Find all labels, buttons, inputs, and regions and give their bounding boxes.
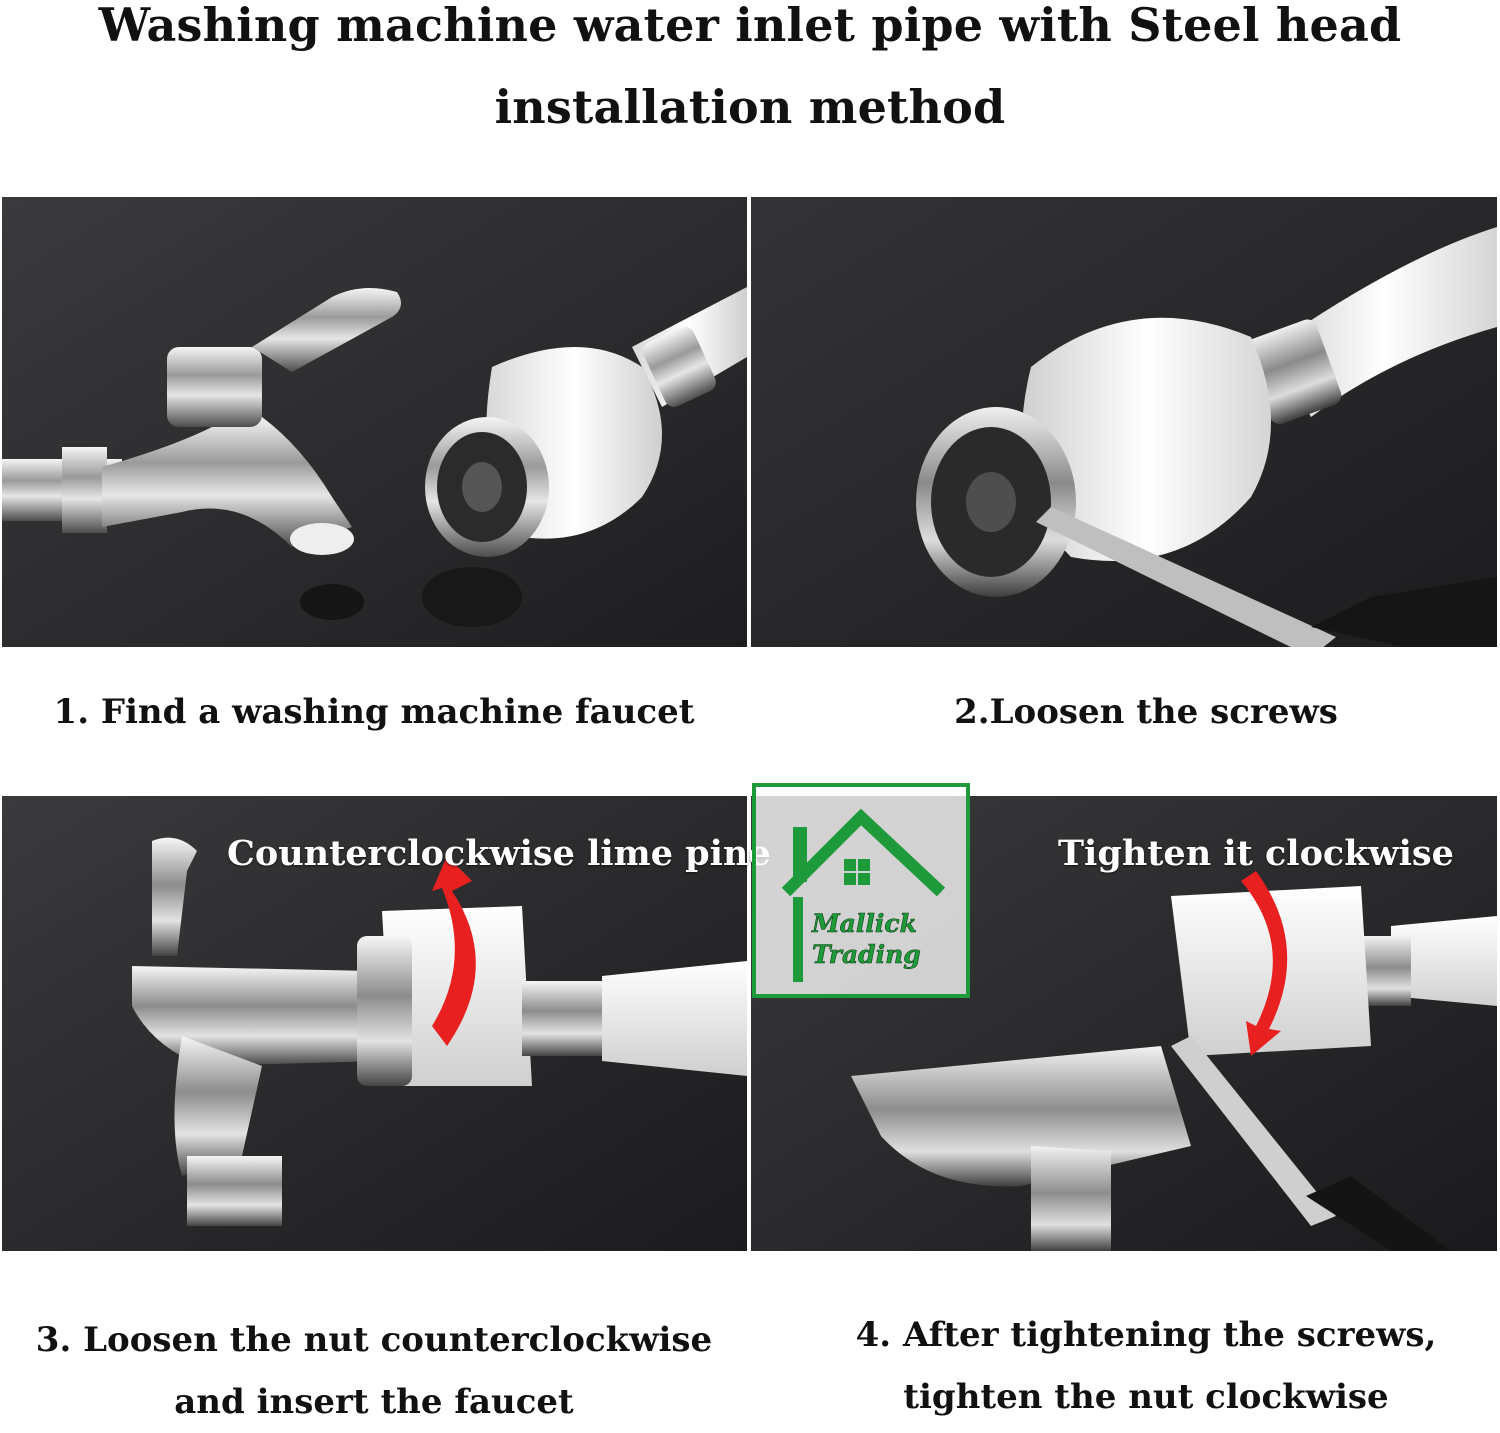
house-logo-icon: Mallick Trading: [781, 808, 946, 982]
svg-text:Trading: Trading: [812, 940, 921, 969]
faucet-icon: [2, 288, 401, 620]
step-3-caption: 3. Loosen the nut counterclockwise and i…: [0, 1309, 748, 1433]
step-4-caption-line-2: tighten the nut clockwise: [903, 1377, 1389, 1417]
step-1-photo: [2, 197, 747, 647]
step-2-photo: [751, 197, 1497, 647]
page-title-line-1: Washing machine water inlet pipe with St…: [98, 0, 1402, 52]
step-2-caption-line-1: 2.Loosen the screws: [954, 692, 1338, 732]
clockwise-arrow-icon: [1241, 871, 1288, 1056]
brand-logo: Mallick Trading: [752, 783, 970, 998]
step-1-caption: 1. Find a washing machine faucet: [0, 681, 748, 743]
hose-connector-icon: [422, 287, 747, 627]
step-3-overlay-label: Counterclockwise lime pine: [227, 833, 771, 874]
step-3-caption-line-1: 3. Loosen the nut counterclockwise: [35, 1320, 713, 1360]
step-4-overlay-label: Tighten it clockwise: [1058, 833, 1454, 874]
step-4-caption: 4. After tightening the screws, tighten …: [772, 1304, 1500, 1428]
svg-text:Mallick: Mallick: [811, 909, 917, 938]
screwdriver-icon: [1171, 1036, 1451, 1251]
counterclockwise-arrow-icon: [432, 856, 476, 1046]
step-3-photo: [2, 796, 747, 1251]
step-3-caption-line-2: and insert the faucet: [174, 1382, 574, 1422]
step-4-caption-line-1: 4. After tightening the screws,: [855, 1315, 1437, 1355]
step-1-caption-line-1: 1. Find a washing machine faucet: [53, 692, 695, 732]
screwdriver-icon: [1036, 507, 1497, 647]
step-2-caption: 2.Loosen the screws: [772, 681, 1500, 743]
page-title-line-2: installation method: [494, 80, 1006, 134]
